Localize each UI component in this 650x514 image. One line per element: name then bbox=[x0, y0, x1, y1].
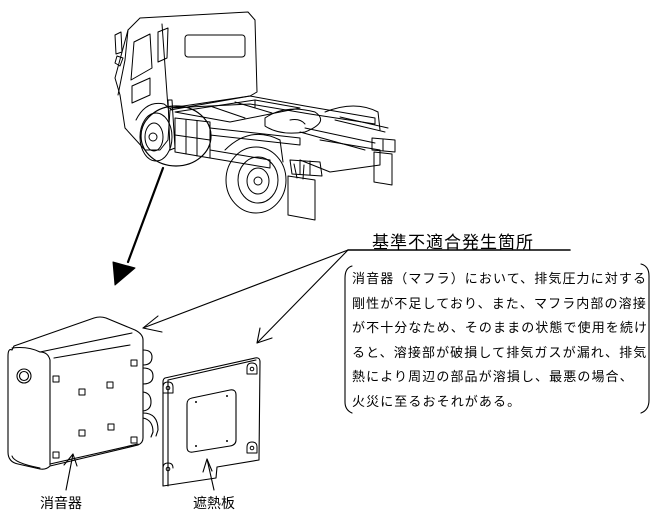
heat-shield-center-plate bbox=[186, 389, 237, 453]
description-line: 熱により周辺の部品が溶損し、最悪の場合、 bbox=[352, 370, 634, 386]
muffler-port-outer bbox=[16, 368, 32, 384]
truck-deck-top bbox=[174, 99, 301, 123]
truck-front-wheel-hub bbox=[148, 132, 158, 142]
truck-deck-lines bbox=[209, 99, 273, 119]
callout-title: 基準不適合発生箇所 bbox=[372, 233, 534, 253]
truck-chassis-deck bbox=[169, 95, 376, 125]
heat-shield-inner-edge bbox=[167, 359, 257, 487]
muffler-pipe-3 bbox=[142, 391, 152, 412]
muffler-top-inner-line bbox=[53, 344, 131, 359]
muffler-port-inner bbox=[18, 370, 30, 382]
zoom-arrow bbox=[112, 166, 165, 286]
truck-rear-fender-right bbox=[324, 105, 381, 131]
truck-rear-bracket bbox=[293, 163, 305, 180]
heat-shield-illustration bbox=[162, 357, 261, 487]
truck-side-box-lines bbox=[174, 119, 211, 157]
truck-rear-deck bbox=[299, 139, 381, 173]
muffler-left-bottom bbox=[11, 455, 41, 469]
truck-rear-rails bbox=[299, 116, 389, 151]
muffler-body-outline bbox=[7, 316, 144, 470]
truck-rear-window bbox=[184, 34, 246, 58]
muffler-label-pointer bbox=[63, 453, 78, 491]
truck-frame-rail bbox=[209, 127, 301, 169]
muffler-label: 消音器 bbox=[40, 496, 82, 512]
heat-shield-label-pointer bbox=[202, 458, 215, 491]
truck-fifth-wheel bbox=[264, 108, 322, 134]
muffler-top-edge bbox=[11, 332, 133, 353]
truck-mud-flap-left bbox=[287, 175, 316, 221]
heat-shield-rivets bbox=[195, 395, 228, 447]
truck-front-fender bbox=[135, 102, 173, 121]
leader-line-heat-shield bbox=[256, 249, 349, 344]
truck-side-window bbox=[157, 27, 169, 63]
muffler-outlet-pipe bbox=[142, 412, 159, 438]
muffler-front-face bbox=[39, 351, 51, 466]
truck-front-wheel-rim bbox=[144, 122, 164, 152]
zoom-arrow-head bbox=[112, 261, 136, 286]
muffler-illustration bbox=[7, 316, 159, 470]
description-line: が不十分なため、そのままの状態で使用を続け bbox=[352, 321, 649, 337]
callout-box-right-bracket bbox=[640, 263, 650, 414]
leader-line-muffler bbox=[142, 249, 349, 333]
truck-cab-front-edge bbox=[117, 29, 129, 96]
muffler-bottom-edge bbox=[49, 443, 139, 465]
truck-mirror bbox=[114, 31, 124, 67]
description-line: 消音器（マフラ）において、排気圧力に対する bbox=[352, 272, 648, 287]
truck-rear-wheel-inner bbox=[237, 156, 279, 204]
truck-rear-wheel-hub bbox=[253, 176, 263, 186]
truck-door-line bbox=[161, 23, 169, 109]
description-line: 剛性が不足しており、また、マフラ内部の溶接 bbox=[352, 296, 647, 312]
truck-fifth-wheel-slot bbox=[289, 119, 306, 125]
truck-rear-fender-left bbox=[224, 133, 284, 163]
truck-mud-flap-right bbox=[373, 151, 393, 186]
muffler-location-highlight bbox=[140, 105, 212, 167]
callout-description: 消音器（マフラ）において、排気圧力に対する 剛性が不足しており、また、マフラ内部… bbox=[352, 268, 649, 416]
truck-rear-lamp-left bbox=[289, 159, 323, 177]
truck-rear-wheel-rim bbox=[246, 167, 270, 195]
truck-illustration bbox=[114, 11, 396, 221]
description-line: ると、溶接部が破損して排気ガスが漏れ、排気 bbox=[352, 345, 648, 361]
muffler-pipe-2 bbox=[142, 367, 154, 385]
zoom-arrow-shaft bbox=[126, 166, 165, 264]
truck-front-window bbox=[130, 33, 153, 81]
truck-lower-window bbox=[131, 77, 151, 104]
heat-shield-outline bbox=[162, 357, 261, 487]
truck-rear-lamp-right bbox=[371, 137, 396, 153]
truck-rear-wheel bbox=[225, 146, 287, 214]
heat-shield-mount-tabs bbox=[162, 362, 258, 472]
description-line: 火災に至るおそれがある。 bbox=[352, 394, 522, 410]
heat-shield-label: 遮熱板 bbox=[193, 496, 235, 512]
muffler-mounting-tabs bbox=[52, 359, 138, 459]
callout-box-left-bracket bbox=[344, 265, 353, 414]
muffler-pipe-1 bbox=[142, 349, 153, 366]
